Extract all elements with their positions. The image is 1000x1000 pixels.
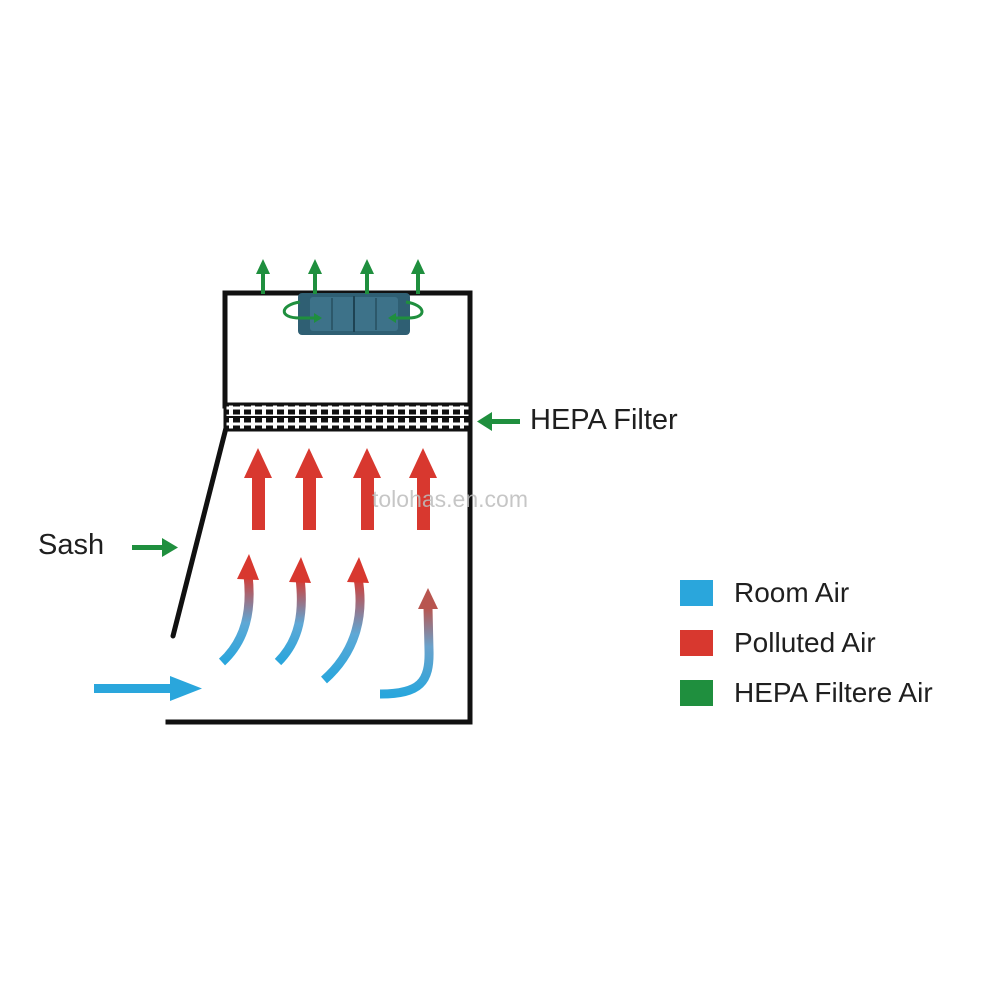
room-air-inflow-arrow [94, 676, 202, 701]
exhaust-arrow [256, 259, 270, 294]
intake-curve-arrow [218, 574, 254, 666]
polluted-air-arrows [244, 448, 437, 530]
fan-circulation-arrows [282, 300, 424, 323]
legend-label: Room Air [734, 577, 850, 608]
hepa-filter-pointer-arrow [477, 412, 520, 431]
fan-right-swirl-arrow [390, 300, 424, 320]
exhaust-arrow [411, 259, 425, 294]
polluted-air-arrow [295, 448, 323, 530]
polluted-air-arrow [409, 448, 437, 530]
polluted-air-swatch [680, 630, 713, 656]
intake-curve-arrow [320, 577, 365, 684]
sash-panel [170, 425, 229, 639]
fan-unit [298, 293, 410, 335]
intake-curve-arrow [274, 577, 306, 666]
polluted-air-arrow [244, 448, 272, 530]
sash-pointer-arrow [132, 538, 178, 557]
hepa-air-swatch [680, 680, 713, 706]
intake-curve-arrow [379, 607, 434, 699]
legend-label: HEPA Filtere Air [734, 677, 933, 708]
hepa-filter-label: HEPA Filter [530, 404, 678, 436]
sash-label: Sash [38, 529, 105, 561]
polluted-air-arrow [353, 448, 381, 530]
room-air-swatch [680, 580, 713, 606]
fan-left-swirl-arrow [282, 300, 320, 320]
hepa-filter [223, 402, 472, 432]
legend-label: Polluted Air [734, 627, 876, 658]
exhaust-arrow [360, 259, 374, 294]
exhaust-arrow [308, 259, 322, 294]
intake-air-curves [218, 554, 438, 699]
exhaust-arrows [256, 259, 425, 294]
watermark: tolohas.en.com [372, 486, 528, 512]
